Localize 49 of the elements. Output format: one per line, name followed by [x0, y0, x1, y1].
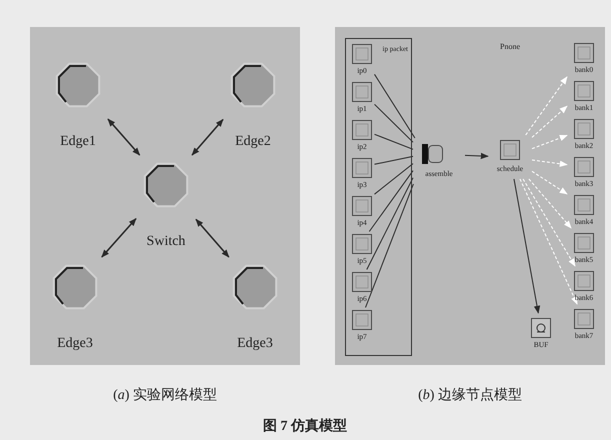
- arrow: [464, 152, 489, 160]
- container-box: [345, 38, 412, 356]
- double-arrow: [195, 218, 230, 258]
- double-arrow: [101, 218, 137, 258]
- arrow: [525, 76, 568, 136]
- module-box: [350, 120, 374, 152]
- module-box: [572, 271, 596, 303]
- module-box: [350, 310, 374, 342]
- subfigure-caption: (a) 实验网络模型: [112, 386, 218, 404]
- module-box: [350, 158, 374, 190]
- double-arrow: [107, 118, 140, 156]
- node-label: Switch: [146, 234, 186, 250]
- arrow: [532, 106, 568, 138]
- connector-line: [374, 104, 414, 143]
- module-box: [350, 272, 374, 304]
- arrow: [520, 178, 578, 305]
- connector-line: [368, 170, 414, 232]
- double-arrow: [192, 118, 224, 156]
- module-box: [572, 157, 596, 189]
- connector-line: [374, 156, 414, 165]
- module-box: [350, 196, 374, 228]
- subfigure-caption: (b) 边缘节点模型: [417, 386, 523, 404]
- module-box: [572, 43, 596, 75]
- arrow: [514, 178, 540, 314]
- module-box: [350, 44, 374, 76]
- arrow: [532, 134, 568, 150]
- module-box: [572, 81, 596, 113]
- node-label: Edge2: [234, 134, 272, 150]
- figure-caption: 图 7 仿真模型: [262, 417, 348, 435]
- connector-line: [365, 184, 414, 308]
- node-label: Edge3: [56, 336, 94, 352]
- arrow: [532, 160, 568, 167]
- arrow: [528, 178, 572, 229]
- node-label: Edge1: [59, 134, 97, 150]
- connector-line: [366, 177, 414, 270]
- panel-label: Pnone: [499, 42, 521, 51]
- module-box: [572, 233, 596, 265]
- connector-line: [374, 74, 416, 138]
- buffer-box: [528, 318, 554, 350]
- module-box: [572, 119, 596, 151]
- node-label: Edge3: [236, 336, 274, 352]
- arrow: [532, 170, 568, 194]
- connector-line: [374, 134, 414, 150]
- module-box: [572, 195, 596, 227]
- module-box: [572, 309, 596, 341]
- module-box: [350, 82, 374, 114]
- arrow: [522, 178, 576, 267]
- connector-line: [374, 163, 414, 195]
- module-box: [350, 234, 374, 266]
